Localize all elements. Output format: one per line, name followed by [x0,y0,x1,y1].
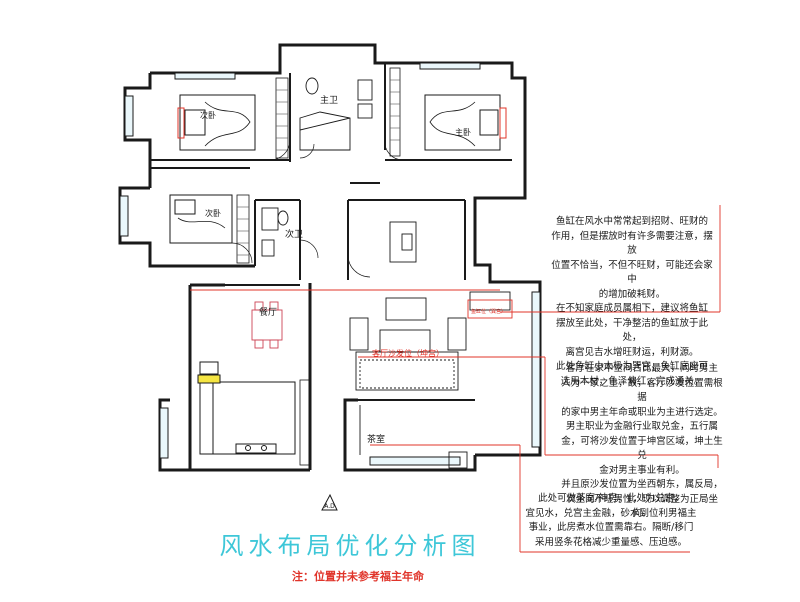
note-line: 人为一家之主，故，客厅沙发位置需根据 [561,377,723,404]
page-title: 风水布局优化分析图 [219,532,481,560]
note-line: 此处可做茶室/神房，此处为兑宫， [538,493,684,504]
note-line: 金对男主事业有利。 [599,464,685,476]
note-line: 在不知家庭成员属相下，建议将鱼缸 [555,303,708,314]
compass-label: A.D [324,503,335,510]
room-label-tea-room: 茶室 [367,433,385,445]
windows [119,62,541,466]
page-subtitle: 注：位置并未参考福主年命 [292,570,424,583]
wardrobe-hatching [237,79,400,256]
note-line: 次坐向不旺男性，现以调整为正局坐向。 [565,493,718,520]
sofa-set [349,297,467,391]
note-line: 位置不恰当，不但不旺财，可能还会家中 [551,259,713,286]
room-label-fish-tank: 鱼缸位（巽宫） [471,308,506,315]
note-line: 作用，但是摆放时有许多需要注意，摆放 [551,230,713,257]
room-label-master-bath: 主卫 [320,94,338,106]
note-line: 并且原沙发位置为坐西朝东，属反局， [561,479,723,490]
note-line: 金，可将沙发位置于坤宫区域，坤土生兑 [561,435,723,462]
room-label-second-bath: 次卫 [285,228,303,240]
room-label-bedroom-left: 次卧 [200,110,216,120]
tv-cabinet [469,291,511,311]
tea-room [359,405,468,469]
compass-marker: A.D [321,493,338,511]
note-line: 的增加破耗财。 [598,288,666,300]
note-line: 宜见水，兑宫主金融，砂水到位利男福主 [525,507,697,519]
bed-right [424,94,507,151]
room-label-sofa: 客厅沙发位（坤宫） [372,348,444,358]
dining-table [251,301,283,349]
note-fish-tank: 鱼缸在风水中常常起到招财、旺财的 作用，但是摆放时有许多需要注意，摆放 位置不恰… [548,215,716,389]
note-line: 摆放至此处，干净整洁的鱼缸放于此处， [555,317,708,344]
study-desk [389,221,417,263]
note-line: 采用竖条花格减少重量感、压迫感。 [534,536,687,548]
note-line: 选用木材，色泽偏红，完成通关。 [560,375,704,387]
room-label-bedroom-right: 主卧 [455,127,471,137]
note-line: 客厅在家中空间占比最大，同时男主 [565,363,718,374]
bed-small [169,194,233,244]
second-bathroom-fixtures [261,207,289,257]
outer-walls [118,43,542,472]
annotation-lines [190,205,721,553]
note-line: 事业，此房煮水位置需靠右。隔断/移门 [528,522,694,533]
room-label-dining: 餐厅 [259,306,277,318]
master-bathroom-fixtures [299,77,373,151]
interior-walls [150,63,512,470]
note-line: 男主职业为金融行业取兑金，五行属 [565,421,718,432]
bed-left [177,94,256,151]
note-living-room: 客厅在家中空间占比最大，同时男主 人为一家之主，故，客厅沙发位置需根据 的家中男… [558,362,726,522]
note-tea-room: 此处可做茶室/神房，此处为兑宫， 宜见水，兑宫主金融，砂水到位利男福主 事业，此… [522,492,700,550]
note-line: 离宫见吉水增旺财运，利财源。 [565,346,699,358]
note-line: 此处鱼缸小太极为巽宫，鱼缸底座可 [555,361,708,372]
note-line: 的家中男主年命或职业为主进行选定。 [561,406,723,418]
wardrobes [236,67,401,466]
kitchen [197,361,296,455]
note-line: 鱼缸在风水中常常起到招财、旺财的 [555,216,708,227]
room-label-bedroom-small: 次卧 [205,208,221,218]
doors [231,139,404,278]
